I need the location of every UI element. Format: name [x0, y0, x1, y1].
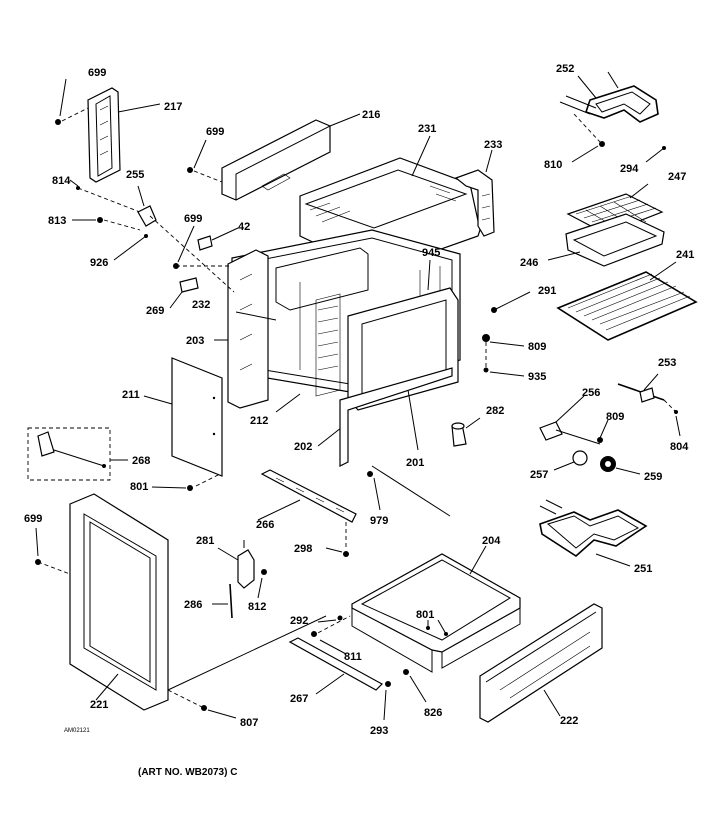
label-211: 211 — [122, 389, 140, 401]
label-232: 232 — [192, 299, 210, 311]
label-255: 255 — [126, 169, 144, 181]
label-926: 926 — [90, 257, 108, 269]
label-813: 813 — [48, 215, 66, 227]
label-801: 801 — [416, 609, 434, 621]
part-241-rack — [556, 271, 698, 341]
label-298: 298 — [294, 543, 312, 555]
label-251: 251 — [634, 563, 652, 575]
label-217: 217 — [164, 101, 182, 113]
label-212: 212 — [250, 415, 268, 427]
part-281-hinge — [237, 540, 255, 589]
part-257-lamp — [572, 450, 588, 466]
part-202-frame — [339, 367, 453, 467]
part-211-panel — [171, 357, 223, 477]
part-42-clip — [197, 235, 213, 251]
label-259: 259 — [644, 471, 662, 483]
label-979: 979 — [370, 515, 388, 527]
part-268-inset — [27, 427, 111, 481]
label-267: 267 — [290, 693, 308, 705]
label-216: 216 — [362, 109, 380, 121]
label-809: 809 — [528, 341, 546, 353]
part-269-bracket — [179, 277, 199, 293]
label-807: 807 — [240, 717, 258, 729]
part-255-clip — [137, 205, 157, 227]
label-252: 252 — [556, 63, 574, 75]
part-266-rail — [260, 469, 357, 523]
part-221-door — [69, 493, 169, 711]
caption-art-number: (ART NO. WB2073) C — [138, 767, 237, 778]
label-293: 293 — [370, 725, 388, 737]
label-811: 811 — [344, 651, 362, 663]
label-945: 945 — [422, 247, 440, 259]
label-247: 247 — [668, 171, 686, 183]
part-233-duct — [454, 169, 495, 237]
label-281: 281 — [196, 535, 214, 547]
label-699: 699 — [24, 513, 42, 525]
label-810: 810 — [544, 159, 562, 171]
part-216-panel — [221, 119, 331, 201]
label-812: 812 — [248, 601, 266, 613]
label-809: 809 — [606, 411, 624, 423]
label-266: 266 — [256, 519, 274, 531]
label-294: 294 — [620, 163, 639, 175]
label-256: 256 — [582, 387, 600, 399]
screw-699-a — [55, 119, 61, 125]
label-814: 814 — [52, 175, 71, 187]
label-42: 42 — [238, 221, 250, 233]
label-222: 222 — [560, 715, 578, 727]
label-231: 231 — [418, 123, 436, 135]
label-699: 699 — [88, 67, 106, 79]
label-282: 282 — [486, 405, 504, 417]
label-221: 221 — [90, 699, 108, 711]
part-217-bracket — [87, 87, 121, 183]
label-233: 233 — [484, 139, 502, 151]
part-256-socket — [539, 421, 601, 445]
label-241: 241 — [676, 249, 694, 261]
artwork-code: AM02121 — [64, 728, 90, 734]
part-203-side — [227, 249, 269, 409]
part-253-probe — [617, 383, 665, 403]
label-246: 246 — [520, 257, 538, 269]
label-204: 204 — [482, 535, 501, 547]
label-269: 269 — [146, 305, 164, 317]
label-801: 801 — [130, 481, 148, 493]
label-203: 203 — [186, 335, 204, 347]
label-291: 291 — [538, 285, 556, 297]
label-935: 935 — [528, 371, 546, 383]
label-201: 201 — [406, 457, 424, 469]
label-699: 699 — [184, 213, 202, 225]
label-699: 699 — [206, 126, 224, 138]
label-286: 286 — [184, 599, 202, 611]
label-804: 804 — [670, 441, 689, 453]
part-282-foot — [451, 422, 467, 447]
part-246-pan — [565, 213, 665, 267]
part-labels: 699 217 699 216 231 233 252 810 294 247 … — [24, 63, 694, 737]
label-202: 202 — [294, 441, 312, 453]
label-292: 292 — [290, 615, 308, 627]
label-253: 253 — [658, 357, 676, 369]
label-257: 257 — [530, 469, 548, 481]
label-826: 826 — [424, 707, 442, 719]
part-252-element — [559, 71, 659, 123]
part-222-drawer-front — [479, 603, 603, 723]
part-259-cover — [600, 456, 616, 472]
part-204-drawer — [351, 553, 521, 673]
label-268: 268 — [132, 455, 150, 467]
part-267-rail — [288, 637, 383, 691]
part-251-bake-element — [539, 499, 648, 558]
